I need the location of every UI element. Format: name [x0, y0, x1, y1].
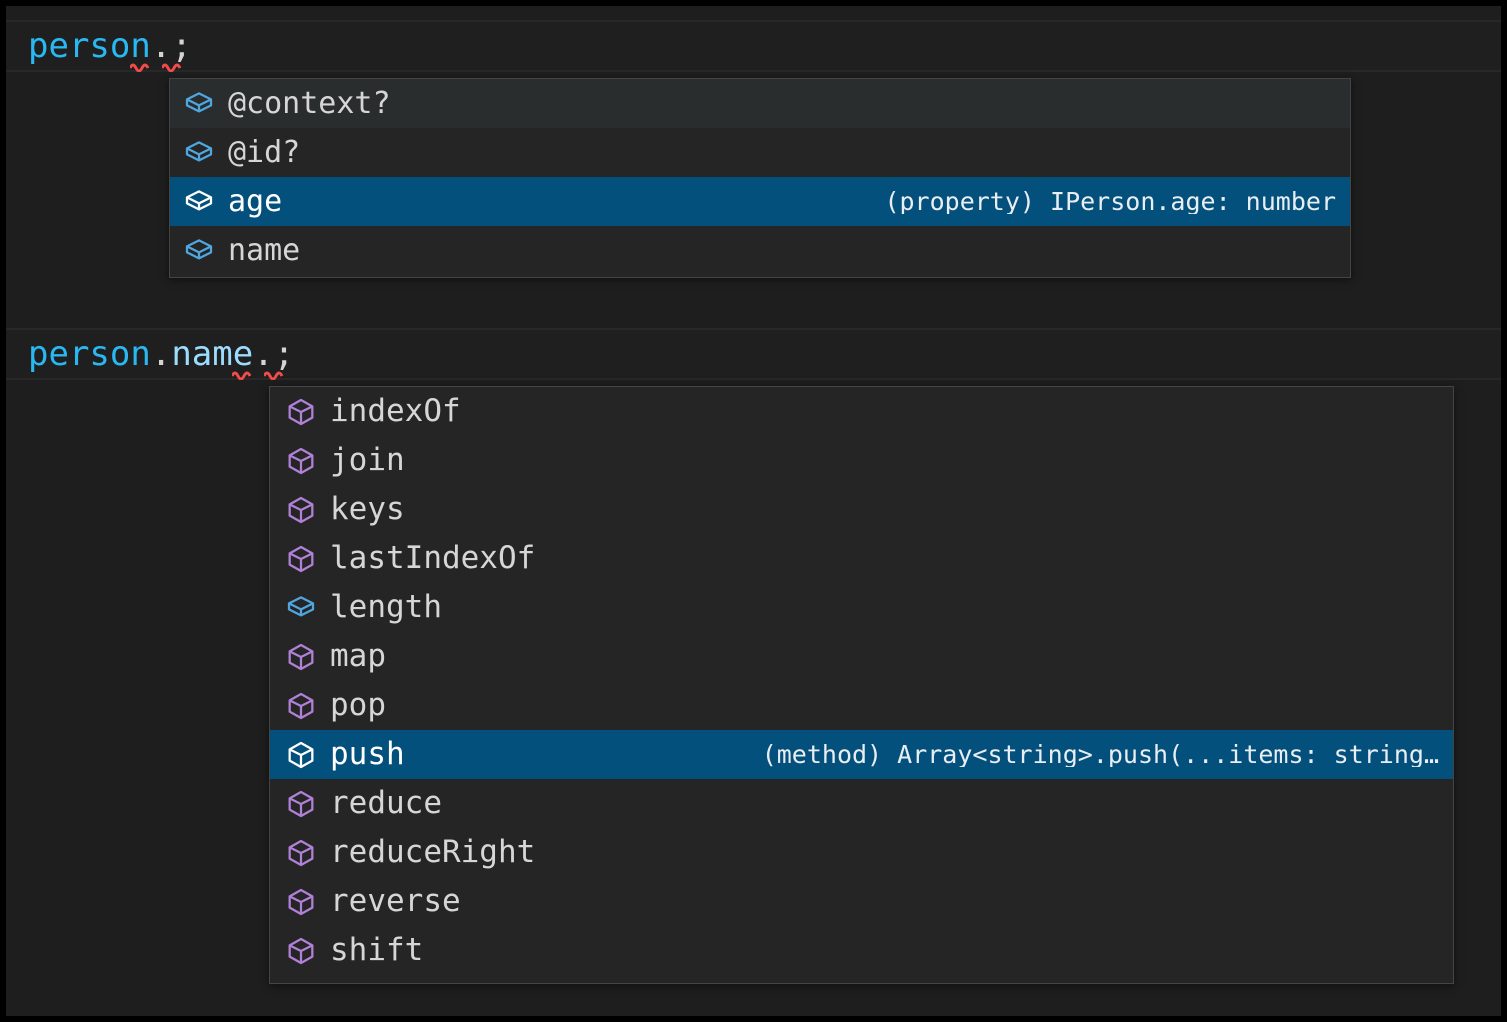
suggestion-item-label: age: [228, 183, 283, 219]
suggestion-item-pop[interactable]: pop: [270, 681, 1453, 730]
suggestion-item-reduceright[interactable]: reduceRight: [270, 828, 1453, 877]
field-cube-icon: [182, 136, 216, 170]
field-cube-icon: [284, 591, 318, 625]
suggestion-item-age[interactable]: age (property) IPerson.age: number: [170, 177, 1350, 226]
suggestion-item-label: @context?: [228, 85, 391, 121]
code-line-1-text: person.;: [28, 29, 192, 63]
token-semicolon: ;: [273, 334, 295, 374]
code-line-2[interactable]: person.name.;: [6, 328, 1501, 380]
method-cube-icon: [284, 885, 318, 919]
suggestion-item-detail: (method) Array<string>.push(...items: st…: [761, 742, 1439, 767]
field-cube-icon: [182, 87, 216, 121]
suggestion-item-reduce[interactable]: reduce: [270, 779, 1453, 828]
code-line-2-text: person.name.;: [28, 337, 294, 371]
suggestion-widget-person[interactable]: @context? @id?: [169, 78, 1351, 278]
suggestion-item-id[interactable]: @id?: [170, 128, 1350, 177]
suggestion-widget-person-name[interactable]: indexOf join keys: [269, 386, 1454, 984]
suggestion-item-label: reduceRight: [330, 834, 536, 870]
suggestion-item-label: reduce: [330, 785, 442, 821]
suggestion-item-map[interactable]: map: [270, 632, 1453, 681]
suggestion-item-push[interactable]: push (method) Array<string>.push(...item…: [270, 730, 1453, 779]
suggestion-item-label: pop: [330, 687, 386, 723]
suggestion-item-label: push: [330, 736, 405, 772]
token-semicolon: ;: [171, 26, 192, 66]
token-identifier-person: person: [28, 26, 151, 66]
suggestion-item-length[interactable]: length: [270, 583, 1453, 632]
suggestion-item-reverse[interactable]: reverse: [270, 877, 1453, 926]
suggestion-item-indexof[interactable]: indexOf: [270, 387, 1453, 436]
token-identifier-person: person: [28, 334, 151, 374]
error-squiggle-icon: [130, 62, 152, 72]
suggestion-item-shift[interactable]: shift: [270, 926, 1453, 975]
field-cube-icon: [182, 234, 216, 268]
code-line-1[interactable]: person.;: [6, 20, 1501, 72]
suggestion-item-label: @id?: [228, 134, 301, 170]
method-cube-icon: [284, 640, 318, 674]
suggestion-item-join[interactable]: join: [270, 436, 1453, 485]
suggestion-item-label: shift: [330, 932, 424, 968]
method-cube-icon: [284, 395, 318, 429]
code-editor[interactable]: person.;: [6, 6, 1501, 1016]
suggestion-item-label: map: [330, 638, 386, 674]
method-cube-icon: [284, 787, 318, 821]
suggestion-item-detail: (property) IPerson.age: number: [884, 189, 1336, 214]
suggestion-item-lastindexof[interactable]: lastIndexOf: [270, 534, 1453, 583]
suggestion-item-name[interactable]: name: [170, 226, 1350, 275]
suggestion-item-keys[interactable]: keys: [270, 485, 1453, 534]
error-squiggle-icon: [162, 62, 184, 72]
error-squiggle-icon: [264, 370, 286, 380]
suggestion-item-label: length: [330, 589, 442, 625]
method-cube-icon: [284, 934, 318, 968]
token-dot: .: [150, 334, 172, 374]
suggestion-item-label: name: [228, 232, 301, 268]
method-cube-icon: [284, 689, 318, 723]
suggestion-item-context[interactable]: @context?: [170, 79, 1350, 128]
token-dot: .: [150, 26, 172, 66]
token-property-name: name: [171, 334, 254, 374]
field-cube-icon: [182, 185, 216, 219]
error-squiggle-icon: [232, 370, 254, 380]
method-cube-icon: [284, 542, 318, 576]
suggestion-item-label: keys: [330, 491, 405, 527]
method-cube-icon: [284, 493, 318, 527]
method-cube-icon: [284, 738, 318, 772]
suggestion-item-label: lastIndexOf: [330, 540, 536, 576]
method-cube-icon: [284, 836, 318, 870]
suggestion-item-label: indexOf: [330, 393, 461, 429]
suggestion-item-label: reverse: [330, 883, 461, 919]
token-dot: .: [253, 334, 274, 374]
method-cube-icon: [284, 444, 318, 478]
suggestion-item-label: join: [330, 442, 405, 478]
